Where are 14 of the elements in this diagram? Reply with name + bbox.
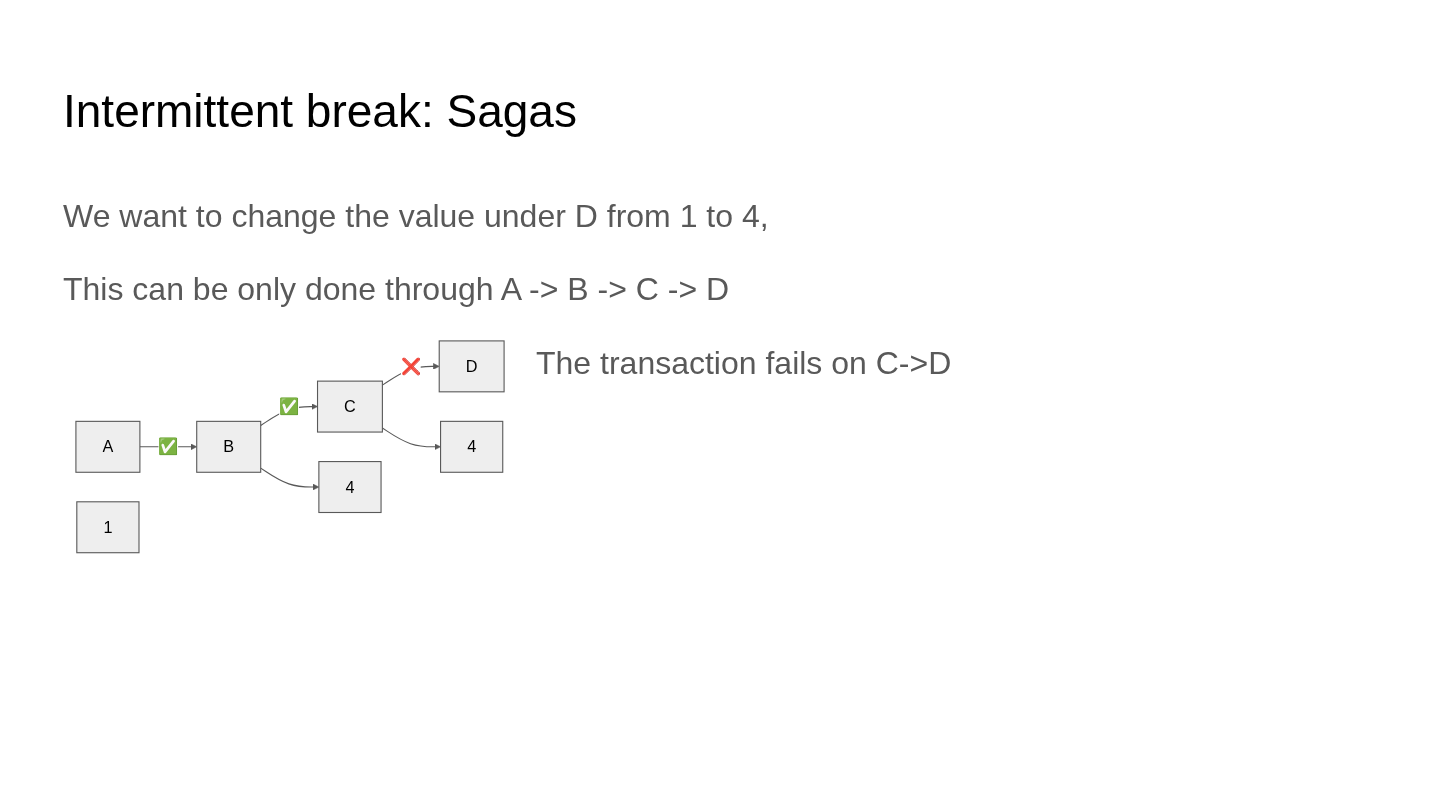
node-box: B — [196, 420, 262, 473]
node-box: A — [75, 420, 141, 473]
node-box: 4 — [440, 420, 504, 473]
node-box: 1 — [76, 501, 140, 554]
slide-title: Intermittent break: Sagas — [63, 84, 577, 138]
edge-label: ✅ — [279, 397, 300, 416]
edge-label: ❌ — [400, 357, 421, 376]
node-box: C — [316, 380, 383, 433]
body-text: This can be only done through A -> B -> C -> D — [63, 271, 730, 308]
node-box: D — [438, 340, 505, 393]
node-box: 4 — [318, 461, 382, 514]
body-text: We want to change the value under D from 1 to 4, — [63, 198, 769, 235]
note-text: The transaction fails on C->D — [536, 345, 952, 382]
edge-label: ✅ — [158, 437, 179, 457]
